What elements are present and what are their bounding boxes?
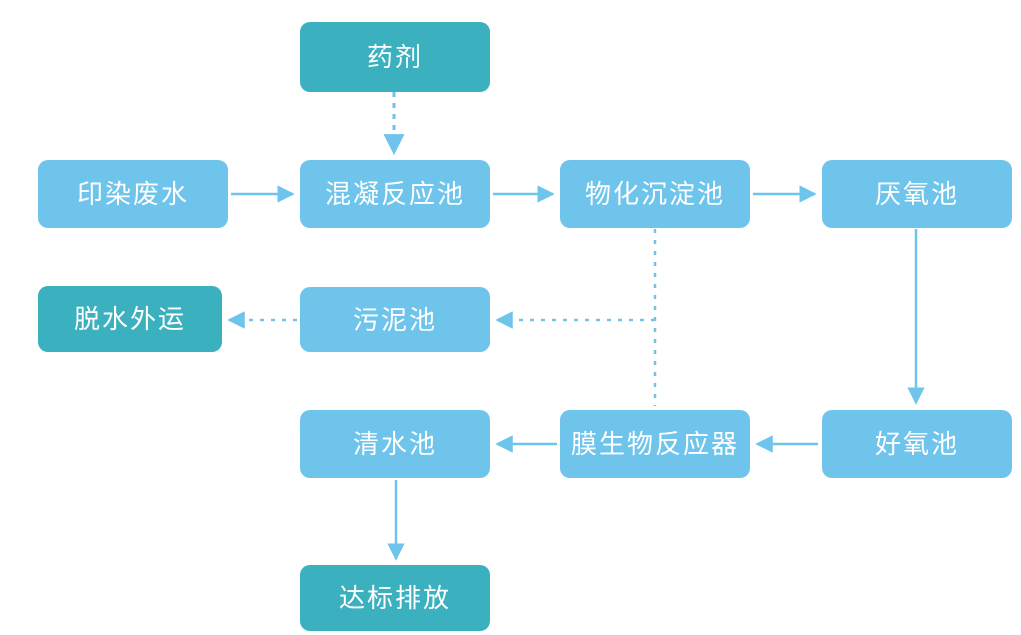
node-discharge-label: 达标排放 xyxy=(338,583,451,613)
node-discharge[interactable]: 达标排放 xyxy=(300,565,490,631)
node-sedimentation[interactable]: 物化沉淀池 xyxy=(560,160,750,228)
node-aerobic[interactable]: 好氧池 xyxy=(822,410,1012,478)
node-aerobic-label: 好氧池 xyxy=(874,429,959,459)
node-coagulation[interactable]: 混凝反应池 xyxy=(300,160,490,228)
node-dewatering-label: 脱水外运 xyxy=(73,304,186,334)
node-sludge[interactable]: 污泥池 xyxy=(300,287,490,352)
node-reagent-label: 药剂 xyxy=(366,42,423,72)
node-anaerobic-label: 厌氧池 xyxy=(874,179,959,209)
node-sedimentation-label: 物化沉淀池 xyxy=(584,179,725,209)
node-coagulation-label: 混凝反应池 xyxy=(324,179,465,209)
node-sludge-label: 污泥池 xyxy=(352,304,437,335)
node-mbr[interactable]: 膜生物反应器 xyxy=(560,410,750,478)
node-anaerobic[interactable]: 厌氧池 xyxy=(822,160,1012,228)
node-wastewater-label: 印染废水 xyxy=(76,179,189,209)
node-dewatering[interactable]: 脱水外运 xyxy=(38,286,222,352)
node-reagent[interactable]: 药剂 xyxy=(300,22,490,92)
node-clearwater-label: 清水池 xyxy=(352,429,437,459)
node-clearwater[interactable]: 清水池 xyxy=(300,410,490,478)
node-wastewater[interactable]: 印染废水 xyxy=(38,160,228,228)
node-mbr-label: 膜生物反应器 xyxy=(570,429,739,459)
